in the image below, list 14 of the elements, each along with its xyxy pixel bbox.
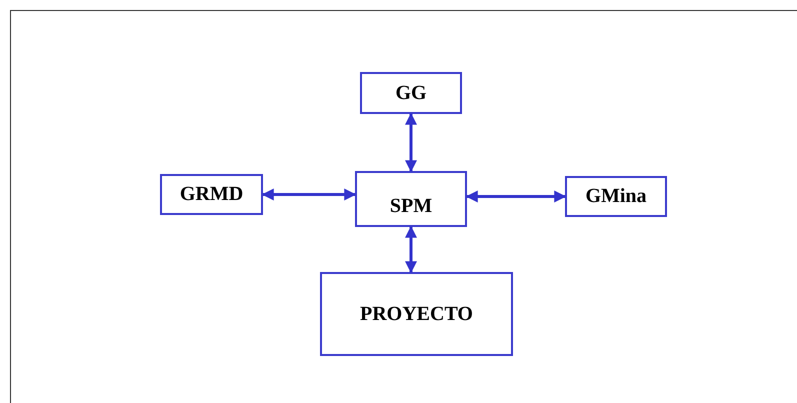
process-box [355,171,467,227]
process-box [320,272,513,356]
process-box [160,174,263,215]
process-box [565,176,667,217]
box-label: SPM [390,194,432,218]
box-label: GRMD [180,182,244,207]
process-box [360,72,462,114]
double-arrow [262,188,356,200]
box-label: GG [395,80,427,106]
double-arrow [405,226,417,274]
double-arrow [405,112,417,172]
box-label: PROYECTO [360,302,473,326]
double-arrow [466,190,566,202]
box-label: GMina [585,184,647,209]
